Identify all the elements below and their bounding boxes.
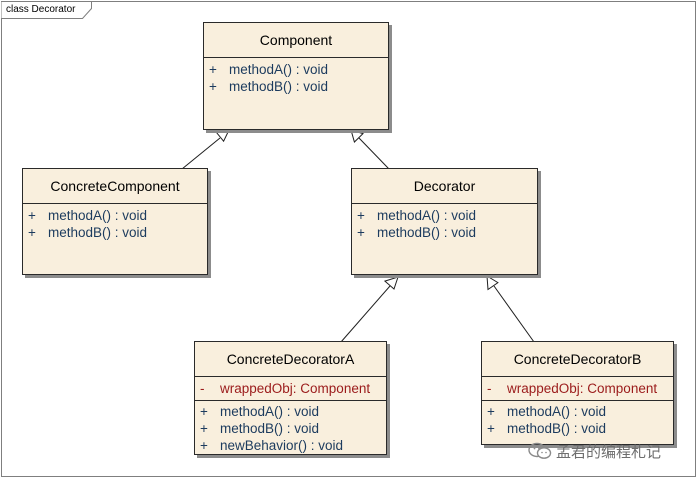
operation-row: + newBehavior() : void: [195, 437, 386, 454]
operations-compartment: + methodA() : void + methodB() : void + …: [195, 401, 386, 457]
visibility-marker: -: [487, 381, 492, 396]
operation-row: + methodB() : void: [482, 420, 673, 437]
operation-row: + methodA() : void: [482, 403, 673, 420]
operation-signature: methodB() : void: [507, 421, 607, 436]
visibility-marker: +: [357, 208, 365, 223]
arrowhead-component-left: [215, 129, 230, 143]
operation-row: + methodA() : void: [352, 207, 537, 224]
visibility-marker: +: [200, 404, 208, 419]
operation-row: + methodB() : void: [23, 224, 207, 241]
arrowhead-decorator-left: [383, 276, 399, 290]
class-concrete-decorator-a[interactable]: ConcreteDecoratorA - wrappedObj: Compone…: [194, 341, 387, 455]
operation-signature: methodB() : void: [220, 421, 320, 436]
operation-signature: methodA() : void: [48, 208, 148, 223]
operation-row: + methodA() : void: [195, 403, 386, 420]
watermark-text: 孟君的编程札记: [556, 443, 662, 461]
class-decorator[interactable]: Decorator + methodA() : void + methodB()…: [351, 168, 538, 275]
operations-compartment: + methodA() : void + methodB() : void: [204, 58, 388, 98]
edge-decoratorb-to-decorator: [493, 285, 535, 343]
class-name: ConcreteDecoratorB: [482, 342, 673, 377]
edge-concretecomponent-to-component: [181, 137, 221, 170]
operation-signature: newBehavior() : void: [220, 438, 344, 453]
operation-signature: methodB() : void: [48, 225, 148, 240]
attributes-compartment: - wrappedObj: Component: [482, 377, 673, 401]
operation-signature: methodA() : void: [220, 404, 320, 419]
attribute-signature: wrappedObj: Component: [220, 381, 371, 396]
operation-row: + methodA() : void: [204, 61, 388, 78]
visibility-marker: +: [209, 79, 217, 94]
operation-row: + methodB() : void: [195, 420, 386, 437]
visibility-marker: -: [200, 381, 205, 396]
visibility-marker: +: [357, 225, 365, 240]
class-name: ConcreteComponent: [23, 169, 207, 204]
class-name: Decorator: [352, 169, 537, 204]
operation-signature: methodA() : void: [377, 208, 477, 223]
attribute-signature: wrappedObj: Component: [507, 381, 658, 396]
operation-signature: methodB() : void: [229, 79, 329, 94]
visibility-marker: +: [209, 62, 217, 77]
class-name: Component: [204, 23, 388, 58]
edge-decoratora-to-decorator: [340, 285, 391, 343]
attribute-row: - wrappedObj: Component: [195, 380, 386, 397]
attributes-compartment: - wrappedObj: Component: [195, 377, 386, 401]
frame-title-tab: class Decorator: [1, 1, 92, 19]
visibility-marker: +: [28, 208, 36, 223]
operations-compartment: + methodA() : void + methodB() : void: [352, 204, 537, 244]
frame-title: class Decorator: [6, 4, 76, 15]
arrowhead-decorator-right: [486, 275, 499, 291]
operation-signature: methodA() : void: [507, 404, 607, 419]
operation-signature: methodA() : void: [229, 62, 329, 77]
wechat-icon: [528, 442, 552, 459]
operation-row: + methodA() : void: [23, 207, 207, 224]
watermark: 孟君的编程札记: [528, 440, 688, 462]
operation-signature: methodB() : void: [377, 225, 477, 240]
visibility-marker: +: [200, 438, 208, 453]
class-component[interactable]: Component + methodA() : void + methodB()…: [203, 22, 389, 130]
operation-row: + methodB() : void: [352, 224, 537, 241]
operations-compartment: + methodA() : void + methodB() : void: [23, 204, 207, 244]
arrowhead-component-right: [350, 129, 364, 143]
class-name: ConcreteDecoratorA: [195, 342, 386, 377]
visibility-marker: +: [200, 421, 208, 436]
operation-row: + methodB() : void: [204, 78, 388, 95]
class-concrete-component[interactable]: ConcreteComponent + methodA() : void + m…: [22, 168, 208, 275]
attribute-row: - wrappedObj: Component: [482, 380, 673, 397]
visibility-marker: +: [487, 404, 495, 419]
visibility-marker: +: [28, 225, 36, 240]
operations-compartment: + methodA() : void + methodB() : void: [482, 401, 673, 440]
visibility-marker: +: [487, 421, 495, 436]
class-concrete-decorator-b[interactable]: ConcreteDecoratorB - wrappedObj: Compone…: [481, 341, 674, 445]
edge-decorator-to-component: [358, 137, 390, 170]
